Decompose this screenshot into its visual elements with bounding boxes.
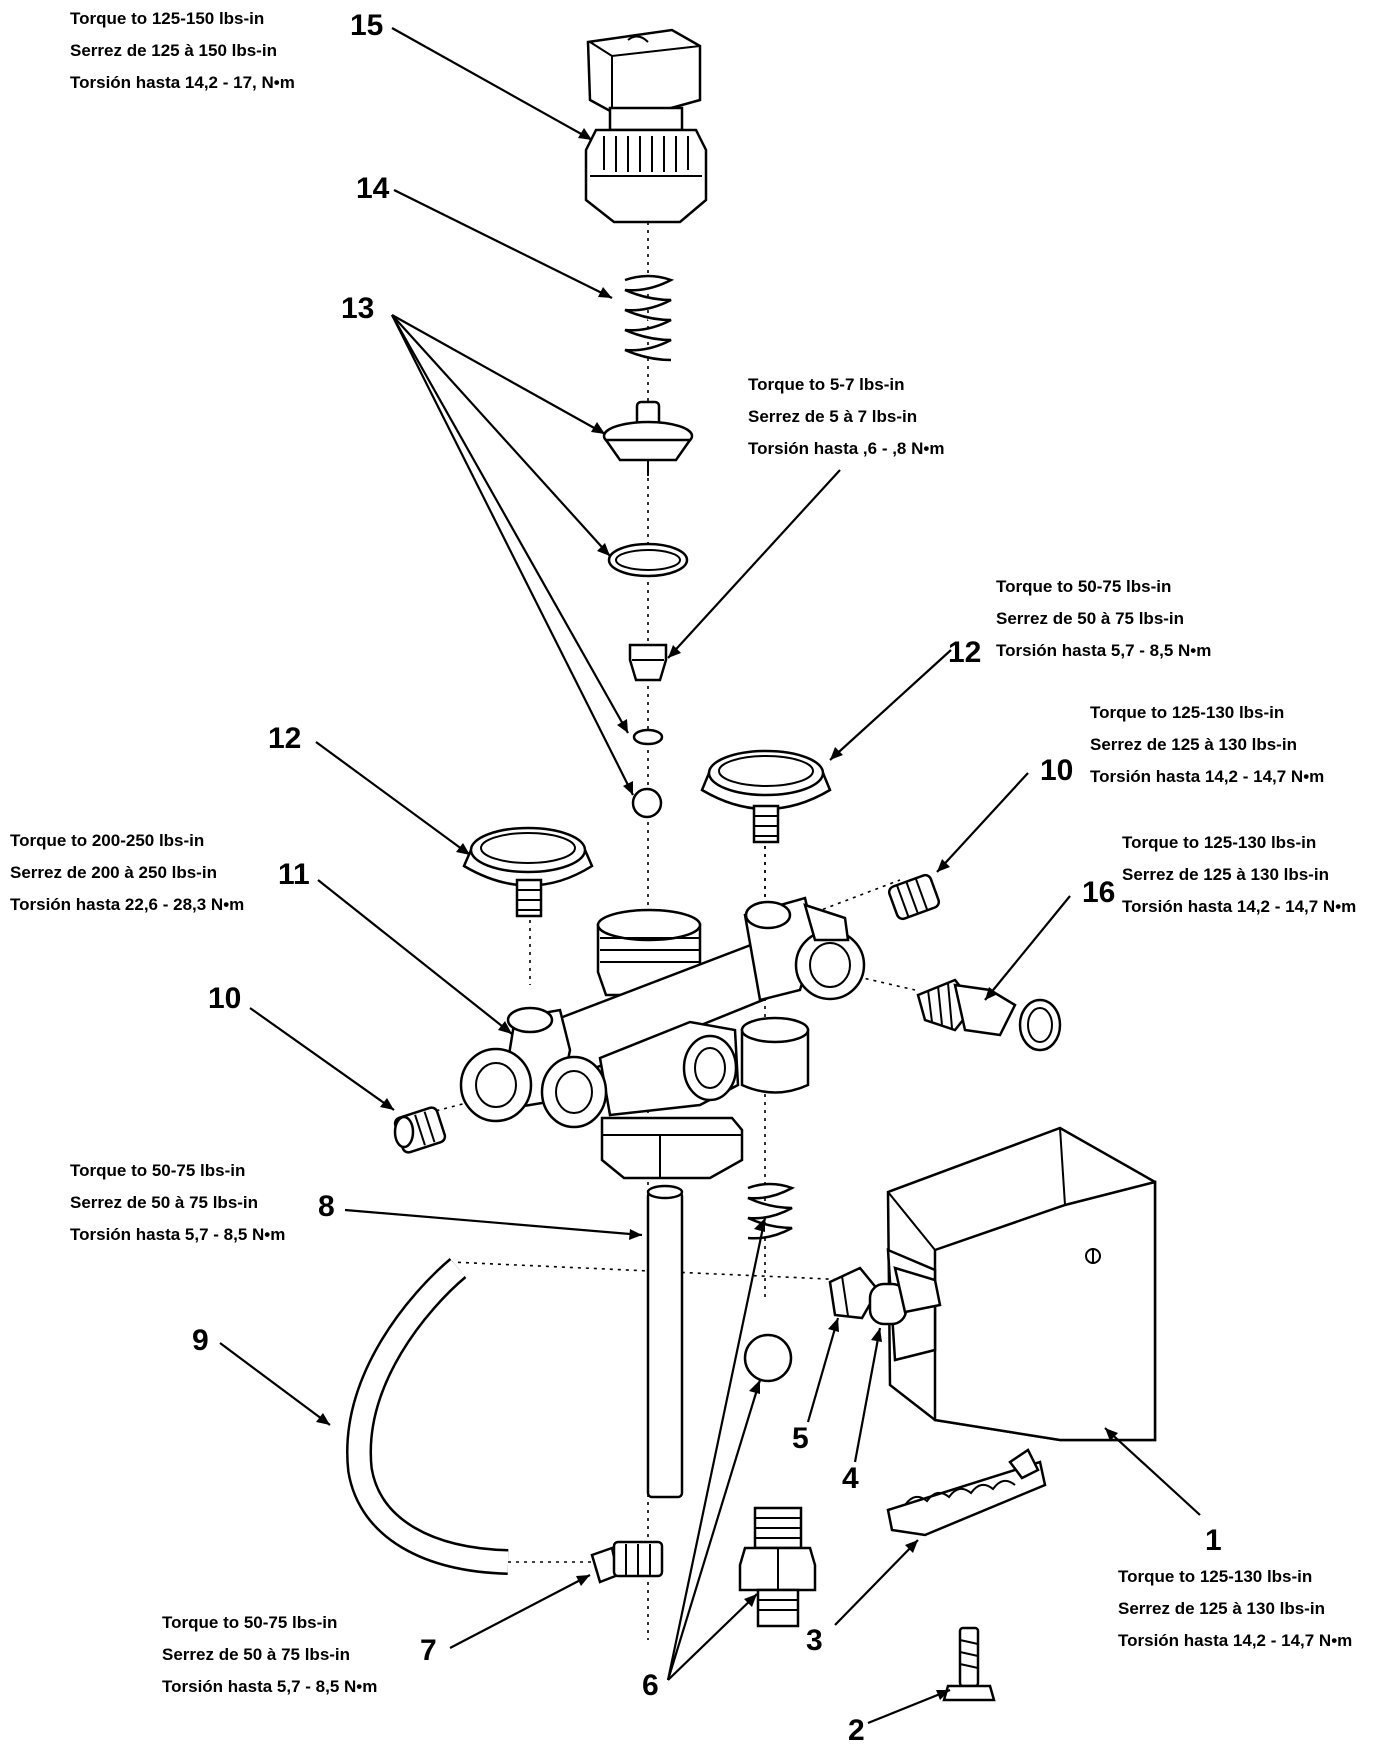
svg-text:Serrez de 50 à 75 lbs-in: Serrez de 50 à 75 lbs-in <box>162 1645 350 1664</box>
callout-numbers: 15 14 13 12 12 10 16 11 10 8 9 5 4 1 7 6… <box>192 9 1222 1745</box>
svg-text:Serrez de 50 à 75 lbs-in: Serrez de 50 à 75 lbs-in <box>996 609 1184 628</box>
svg-text:Torsión hasta 5,7 - 8,5 N•m: Torsión hasta 5,7 - 8,5 N•m <box>162 1677 377 1696</box>
svg-text:Serrez de 125 à 130 lbs-in: Serrez de 125 à 130 lbs-in <box>1122 865 1329 884</box>
svg-text:Serrez de 125 à 130 lbs-in: Serrez de 125 à 130 lbs-in <box>1118 1599 1325 1618</box>
callout-14: 14 <box>356 172 390 205</box>
part-10-plug-right <box>887 873 941 921</box>
svg-text:Torque to 50-75 lbs-in: Torque to 50-75 lbs-in <box>996 577 1171 596</box>
svg-text:Torque to 50-75 lbs-in: Torque to 50-75 lbs-in <box>162 1613 337 1632</box>
part-7-hose-fitting <box>590 1540 664 1584</box>
callout-11: 11 <box>278 858 310 891</box>
part-14-spring <box>624 274 675 362</box>
callout-7: 7 <box>420 1634 437 1667</box>
callout-5: 5 <box>792 1422 809 1455</box>
torque-note-16: Torque to 125-130 lbs-in Serrez de 125 à… <box>1122 833 1356 916</box>
part-4-5-unloader-valve <box>828 1266 942 1326</box>
part-16-safety-valve <box>916 978 1062 1052</box>
part-15-knob-cap <box>584 28 708 224</box>
svg-text:Torsión hasta 22,6 - 28,3 N•m: Torsión hasta 22,6 - 28,3 N•m <box>10 895 244 914</box>
leader-lines <box>219 27 1201 1725</box>
part-13-diaphragm-set <box>602 400 694 819</box>
torque-note-10-right: Torque to 125-130 lbs-in Serrez de 125 à… <box>1090 703 1324 786</box>
torque-note-1: Torque to 125-130 lbs-in Serrez de 125 à… <box>1118 1567 1352 1650</box>
callout-9: 9 <box>192 1324 209 1357</box>
callout-12-right: 12 <box>948 636 981 669</box>
svg-text:Serrez de 125 à 130 lbs-in: Serrez de 125 à 130 lbs-in <box>1090 735 1297 754</box>
callout-8: 8 <box>318 1190 335 1223</box>
part-10-plug-left <box>393 1106 447 1154</box>
part-1-pressure-switch <box>886 1126 1157 1442</box>
callout-13: 13 <box>341 292 374 325</box>
svg-text:Torque to 50-75 lbs-in: Torque to 50-75 lbs-in <box>70 1161 245 1180</box>
part-11-manifold <box>459 896 866 1180</box>
callout-16: 16 <box>1082 876 1115 909</box>
callout-4: 4 <box>842 1462 859 1495</box>
callout-3: 3 <box>806 1624 823 1657</box>
svg-text:Torsión hasta 14,2 - 17, N•m: Torsión hasta 14,2 - 17, N•m <box>70 73 295 92</box>
svg-text:Torsión hasta 14,2 - 14,7 N•m: Torsión hasta 14,2 - 14,7 N•m <box>1122 897 1356 916</box>
svg-text:Torque to 125-130 lbs-in: Torque to 125-130 lbs-in <box>1122 833 1316 852</box>
part-12-gauge-right <box>700 749 832 844</box>
part-6-check-valve <box>738 1506 817 1628</box>
svg-text:Torsión hasta 14,2 - 14,7 N•m: Torsión hasta 14,2 - 14,7 N•m <box>1090 767 1324 786</box>
callout-1: 1 <box>1205 1524 1222 1557</box>
callout-15: 15 <box>350 9 383 42</box>
svg-text:Torque to 200-250 lbs-in: Torque to 200-250 lbs-in <box>10 831 204 850</box>
svg-text:Serrez de 125 à 150 lbs-in: Serrez de 125 à 150 lbs-in <box>70 41 277 60</box>
svg-text:Torsión hasta ,6 - ,8 N•m: Torsión hasta ,6 - ,8 N•m <box>748 439 944 458</box>
torque-note-11: Torque to 200-250 lbs-in Serrez de 200 à… <box>10 831 244 914</box>
svg-text:Torque to 5-7 lbs-in: Torque to 5-7 lbs-in <box>748 375 904 394</box>
torque-note-5-7: Torque to 5-7 lbs-in Serrez de 5 à 7 lbs… <box>748 375 944 458</box>
svg-text:Serrez de 5 à 7 lbs-in: Serrez de 5 à 7 lbs-in <box>748 407 917 426</box>
torque-note-15: Torque to 125-150 lbs-in Serrez de 125 à… <box>70 9 295 92</box>
torque-note-7: Torque to 50-75 lbs-in Serrez de 50 à 75… <box>162 1613 377 1696</box>
part-9-hose <box>346 1258 509 1575</box>
callout-2: 2 <box>848 1714 865 1745</box>
callout-10-right: 10 <box>1040 754 1073 787</box>
svg-text:Torque to 125-150 lbs-in: Torque to 125-150 lbs-in <box>70 9 264 28</box>
svg-text:Torque to 125-130 lbs-in: Torque to 125-130 lbs-in <box>1090 703 1284 722</box>
svg-text:Torque to 125-130 lbs-in: Torque to 125-130 lbs-in <box>1118 1567 1312 1586</box>
callout-6: 6 <box>642 1669 659 1702</box>
part-12-gauge-left <box>462 826 594 918</box>
svg-text:Serrez de 50 à 75 lbs-in: Serrez de 50 à 75 lbs-in <box>70 1193 258 1212</box>
torque-note-12-right: Torque to 50-75 lbs-in Serrez de 50 à 75… <box>996 577 1211 660</box>
part-3-clamp <box>886 1448 1047 1537</box>
svg-text:Serrez de 200 à 250 lbs-in: Serrez de 200 à 250 lbs-in <box>10 863 217 882</box>
torque-note-8: Torque to 50-75 lbs-in Serrez de 50 à 75… <box>70 1161 285 1244</box>
svg-text:Torsión hasta 5,7 - 8,5 N•m: Torsión hasta 5,7 - 8,5 N•m <box>70 1225 285 1244</box>
callout-12-left: 12 <box>268 722 301 755</box>
svg-text:Torsión hasta 14,2 - 14,7 N•m: Torsión hasta 14,2 - 14,7 N•m <box>1118 1631 1352 1650</box>
callout-10-left: 10 <box>208 982 241 1015</box>
part-8-tube <box>646 1184 684 1499</box>
svg-text:Torsión hasta 5,7 - 8,5 N•m: Torsión hasta 5,7 - 8,5 N•m <box>996 641 1211 660</box>
part-2-screw <box>942 1626 996 1702</box>
